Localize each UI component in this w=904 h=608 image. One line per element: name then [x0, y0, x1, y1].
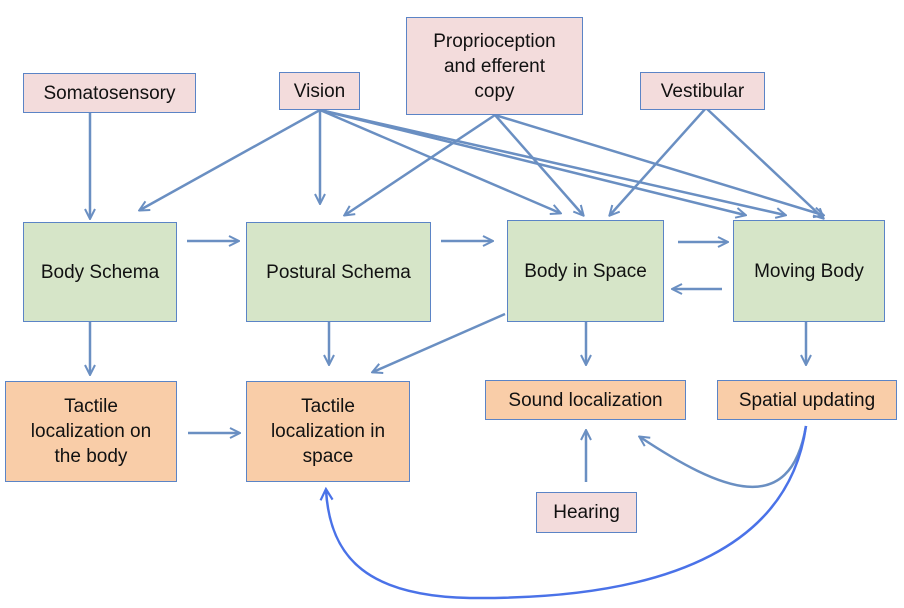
arrow-vision-body-in-space	[319, 108, 560, 213]
node-tactile-localization-space-label: Tactile localization in space	[270, 396, 386, 467]
node-moving-body-label: Moving Body	[754, 260, 864, 282]
node-body-in-space-label: Body in Space	[524, 260, 647, 282]
node-sound-localization: Sound localization	[485, 380, 686, 420]
arrow-spatial-updating-tactile-space-curve	[326, 425, 808, 600]
arrow-vision-body-schema	[140, 108, 321, 210]
node-vision: Vision	[279, 72, 360, 110]
node-hearing: Hearing	[536, 492, 637, 533]
node-vision-label: Vision	[293, 80, 346, 102]
node-vestibular: Vestibular	[640, 72, 765, 110]
node-somatosensory-label: Somatosensory	[43, 82, 176, 104]
arrow-vestibular-moving-body	[705, 107, 823, 218]
arrow-vision-moving-body-b	[319, 108, 785, 215]
node-tactile-localization-body: Tactile localization on the body	[5, 381, 177, 482]
node-proprioception: Proprioception and efferent copy	[406, 17, 583, 115]
node-body-in-space: Body in Space	[507, 220, 664, 322]
node-postural-schema: Postural Schema	[246, 222, 431, 322]
node-sound-localization-label: Sound localization	[508, 389, 663, 411]
node-spatial-updating: Spatial updating	[717, 380, 897, 420]
node-somatosensory: Somatosensory	[23, 73, 196, 113]
arrow-spatial-updating-sound-curve	[640, 425, 808, 489]
node-vestibular-label: Vestibular	[660, 80, 745, 102]
arrow-body-in-space-tactile-space	[373, 312, 506, 372]
arrow-proprioception-postural-schema	[345, 113, 496, 215]
node-body-schema: Body Schema	[23, 222, 177, 322]
arrow-proprioception-body-in-space	[494, 114, 583, 215]
node-proprioception-label: Proprioception and efferent copy	[433, 30, 556, 102]
node-tactile-localization-body-label: Tactile localization on the body	[30, 396, 152, 467]
node-spatial-updating-label: Spatial updating	[738, 389, 876, 411]
node-hearing-label: Hearing	[553, 502, 620, 523]
arrow-vision-moving-body-a	[319, 108, 745, 215]
node-body-schema-label: Body Schema	[40, 261, 160, 283]
node-tactile-localization-space: Tactile localization in space	[246, 381, 410, 482]
node-postural-schema-label: Postural Schema	[266, 261, 411, 283]
arrow-proprioception-moving-body	[494, 113, 823, 215]
node-moving-body: Moving Body	[733, 220, 885, 322]
arrow-vestibular-body-in-space	[610, 107, 707, 215]
